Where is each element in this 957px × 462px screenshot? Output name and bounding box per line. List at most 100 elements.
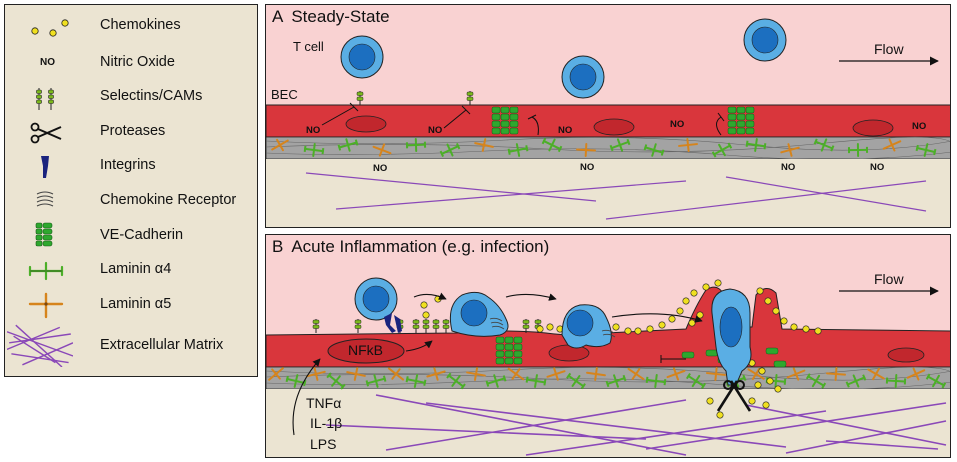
nfkb-nucleus [327, 338, 405, 364]
laminin-a4-icon [847, 143, 869, 157]
nitric-oxide-label: NO [670, 119, 685, 130]
legend: Chemokines NO Nitric Oxide Selectins/CAM… [4, 4, 258, 377]
laminin-a4-icon [845, 374, 867, 388]
nitric-oxide-icon: NO [40, 57, 55, 68]
nitric-oxide-label: NO [306, 125, 321, 136]
ve-cadherin-icon [35, 222, 53, 247]
laminin-a5-icon [747, 367, 765, 381]
nitric-oxide-label: NO [558, 125, 573, 136]
bec-label: BEC [271, 87, 298, 102]
laminin-a4-icon [885, 374, 907, 388]
legend-selectins: Selectins/CAMs [5, 82, 257, 112]
laminin-a5-icon [271, 138, 289, 152]
ecm-fibers [325, 394, 947, 456]
legend-label: Nitric Oxide [100, 54, 175, 70]
ec-nucleus [593, 118, 635, 136]
legend-ecm: Extracellular Matrix [5, 324, 257, 367]
laminin-a4-icon [813, 138, 835, 152]
integrin-icon [41, 156, 49, 178]
legend-laminin-a5: Laminin α5 [5, 290, 257, 320]
laminin-a5-icon [387, 367, 405, 381]
chemokine-receptor-icon [36, 191, 54, 207]
laminin-a5-icon [306, 367, 326, 381]
selectin-icon [522, 319, 530, 333]
laminin-a4-icon [605, 374, 627, 388]
ecm-fibers [305, 172, 927, 220]
laminin-a5-icon [268, 367, 284, 381]
tissue [266, 389, 950, 457]
legend-nitric-oxide: NO Nitric Oxide [5, 48, 257, 78]
selectin-icon [36, 88, 54, 110]
t-cell-crawling [561, 304, 616, 349]
laminin-a4-icon [541, 137, 563, 153]
laminin-a4-icon [28, 261, 64, 281]
panel-a-diagram [266, 5, 950, 227]
nitric-oxide-label: NO [428, 125, 443, 136]
laminin-a4-icon [915, 143, 937, 157]
laminin-a5-icon [372, 143, 392, 157]
laminin-a5-icon [678, 138, 698, 152]
flow-label: Flow [874, 271, 904, 287]
endothelium [266, 286, 950, 368]
laminin-a4-icon [745, 138, 767, 152]
selectin-icon [312, 319, 320, 333]
selectin-marker [466, 91, 474, 105]
legend-label: Selectins/CAMs [100, 88, 203, 104]
ecm-icon [7, 324, 73, 367]
laminin-a4-icon [925, 373, 947, 389]
integrin-icon [384, 313, 396, 333]
laminin-a5-icon [426, 367, 446, 381]
laminin-a4-icon [439, 143, 461, 157]
selectin-marker [356, 91, 364, 105]
chemokine-receptor-icon [601, 329, 616, 338]
legend-label: Chemokine Receptor [100, 192, 237, 208]
legend-chemokines: Chemokines [5, 11, 257, 41]
laminin-a5-icon [28, 292, 64, 319]
legend-label: Laminin α4 [100, 261, 172, 277]
selectin-icon [442, 319, 450, 333]
legend-laminin-a4: Laminin α4 [5, 255, 257, 285]
laminin-a4-icon [645, 374, 667, 388]
stimulus-lps: LPS [310, 436, 337, 452]
legend-label: VE-Cadherin [100, 227, 184, 243]
integrin-icon [394, 315, 402, 333]
selectin-icon [422, 319, 430, 333]
laminin-a4-icon [566, 372, 586, 390]
laminin-a4-icon [805, 373, 827, 389]
selectin-icon [412, 319, 420, 333]
laminin-a4-icon [643, 143, 665, 157]
laminin-a5-icon [882, 138, 902, 152]
laminin-a5-icon [546, 367, 566, 381]
scissors-icon [30, 122, 62, 144]
laminin-a5-icon [507, 367, 525, 381]
chemokine-cluster [420, 279, 822, 419]
selectin-icon [432, 319, 440, 333]
laminin-row [271, 137, 937, 158]
t-cell [340, 35, 384, 79]
t-cell [354, 277, 402, 333]
chemokine-receptor-icon [489, 317, 505, 330]
laminin-a4-icon [485, 374, 507, 388]
laminin-a4-icon [285, 374, 307, 388]
laminin-a4-icon [303, 143, 325, 157]
tissue [266, 159, 950, 227]
laminin-a5-icon [666, 367, 686, 381]
legend-label: Extracellular Matrix [100, 337, 224, 353]
ve-cadherin-junction [727, 106, 755, 135]
laminin-a4-icon [609, 138, 631, 152]
laminin-a5-icon [466, 367, 486, 381]
laminin-a4-icon [685, 373, 707, 389]
nitric-oxide-label: NO [912, 121, 927, 132]
stimulus-il1b: IL-1β [310, 415, 343, 431]
nitric-oxide-label: NO [580, 162, 595, 173]
laminin-a5-icon [576, 143, 596, 157]
nitric-oxide-label: NO [373, 163, 388, 174]
ve-cadherin-junction [491, 106, 519, 135]
t-cell [743, 18, 787, 62]
nfkb-label: NFkB [348, 342, 383, 358]
ec-nucleus [852, 119, 894, 137]
